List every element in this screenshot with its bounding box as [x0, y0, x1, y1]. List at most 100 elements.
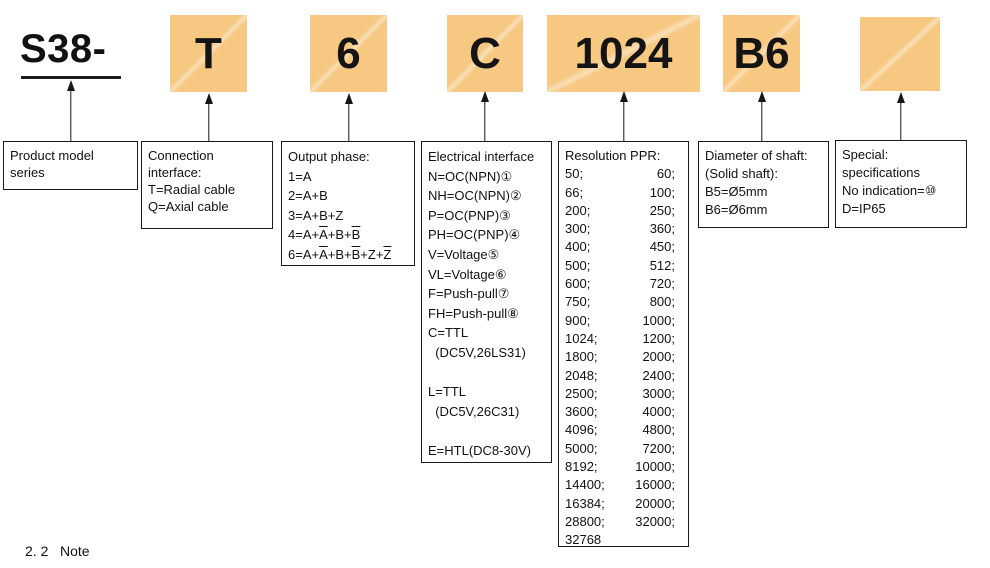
resolution-value: 500;: [565, 257, 591, 273]
resolution-row: 600; 720;: [565, 275, 682, 293]
text-line: Output phase:: [288, 149, 370, 164]
arrowhead-icon: [896, 92, 905, 103]
arrow-up-model: [66, 80, 75, 141]
desc-box-product-model: Product model series: [3, 141, 138, 190]
text-segment: +B+: [327, 227, 352, 242]
resolution-row: 4096;4800;: [565, 421, 682, 439]
text-line: Product model: [10, 148, 94, 163]
text-line: series: [10, 165, 45, 180]
resolution-value: 512;: [649, 257, 675, 273]
text-line: No indication=⑩: [842, 183, 937, 198]
resolution-row: 2048;2400;: [565, 367, 682, 385]
resolution-value: 600;: [565, 276, 591, 292]
resolution-row: 5000;7200;: [565, 440, 682, 458]
resolution-row: 32768: [565, 531, 682, 549]
desc-box-resolution: Resolution PPR: 50;60;66;100;200;250;300…: [558, 141, 689, 547]
code-box-connection: T: [170, 15, 247, 92]
arrow-shaft: [622, 99, 625, 142]
text-line: D=IP65: [842, 201, 886, 216]
arrow-shaft: [207, 101, 210, 141]
code-box-shaft: B6: [723, 15, 800, 92]
resolution-row: 14400;16000;: [565, 476, 682, 494]
resolution-value: 32768: [565, 532, 602, 548]
text-line: VL=Voltage⑥: [428, 266, 507, 282]
text-line: F=Push-pull⑦: [428, 286, 510, 302]
text-line: 4=A+A+B+B: [288, 225, 408, 245]
code-box-resolution-label: 1024: [574, 28, 673, 78]
arrowhead-icon: [66, 80, 75, 91]
resolution-value: 16384;: [565, 495, 605, 511]
resolution-value: 1000;: [642, 312, 675, 328]
text-line: [428, 421, 545, 441]
resolution-value: 720;: [649, 276, 675, 292]
overlined-signal: B: [351, 246, 361, 262]
code-box-output-phase-label: 6: [336, 28, 361, 78]
text-line: (Solid shaft):: [705, 166, 778, 181]
resolution-value: 66;: [565, 184, 584, 200]
resolution-row: 8192;10000;: [565, 458, 682, 476]
text-segment: 4=A+: [288, 227, 320, 242]
resolution-value: 28800;: [565, 513, 605, 529]
resolution-value: 2000;: [642, 349, 675, 365]
arrow-up-electrical: [480, 91, 489, 142]
arrowhead-icon: [204, 93, 213, 104]
arrow-shaft: [347, 101, 350, 141]
resolution-value: 200;: [565, 202, 591, 218]
resolution-value: 3600;: [565, 404, 598, 420]
resolution-row: 200; 250;: [565, 202, 682, 220]
resolution-value: 16000;: [635, 477, 675, 493]
text-line: NH=OC(NPN)②: [428, 188, 522, 204]
model-prefix: S38-: [20, 27, 107, 71]
resolution-row: 500; 512;: [565, 257, 682, 275]
resolution-row: 300;360;: [565, 220, 682, 238]
arrowhead-icon: [619, 91, 628, 102]
text-line: 3=A+B+Z: [288, 207, 344, 223]
overlined-signal: B: [351, 227, 361, 242]
resolution-value: 3000;: [642, 385, 675, 401]
text-line: Connection: [148, 148, 214, 163]
resolution-value: 900;: [565, 312, 591, 328]
resolution-value: 800;: [649, 294, 675, 310]
resolution-value: 2500;: [565, 385, 598, 401]
arrow-shaft: [483, 99, 486, 142]
resolution-row: 750;800;: [565, 293, 682, 311]
text-line: (DC5V,26C31): [428, 403, 520, 419]
overlined-signal: A: [319, 227, 328, 242]
arrow-shaft: [760, 99, 763, 142]
desc-box-special-specifications: Special: specifications No indication=⑩ D=I…: [835, 140, 967, 228]
section-note-heading: 2. 2 Note: [25, 543, 90, 559]
resolution-value: 360;: [649, 221, 675, 237]
resolution-value: 60;: [656, 166, 675, 182]
resolution-value: 1800;: [565, 349, 598, 365]
text-line: specifications: [842, 165, 921, 180]
text-line: B5=Ø5mm: [705, 184, 768, 199]
text-line: C=TTL: [428, 325, 469, 341]
code-box-electrical: C: [447, 15, 523, 92]
text-line: N=OC(NPN)①: [428, 168, 513, 184]
text-line: Special:: [842, 147, 889, 162]
code-box-shaft-label: B6: [733, 28, 790, 78]
text-line: 1=A: [288, 168, 312, 184]
model-prefix-underline: [21, 76, 121, 79]
resolution-row: 50;60;: [565, 165, 682, 183]
text-line: (DC5V,26LS31): [428, 344, 526, 360]
arrow-shaft: [69, 88, 72, 141]
code-box-output-phase: 6: [310, 15, 387, 92]
arrowhead-icon: [757, 91, 766, 102]
resolution-row: 1800; 2000;: [565, 348, 682, 366]
resolution-value: 400;: [565, 239, 591, 255]
text-segment: +B+: [327, 246, 352, 262]
resolution-value: 20000;: [635, 495, 675, 511]
resolution-value: 4096;: [565, 422, 598, 438]
resolution-value: 1024;: [565, 330, 598, 346]
resolution-row: 2500; 3000;: [565, 385, 682, 403]
code-box-connection-label: T: [195, 28, 222, 78]
resolution-value: 2400;: [642, 367, 675, 383]
resolution-row: 3600;4000;: [565, 403, 682, 421]
text-segment: +Z+: [360, 246, 384, 262]
resolution-value: 250;: [649, 202, 675, 218]
resolution-title: Resolution PPR:: [565, 148, 661, 163]
